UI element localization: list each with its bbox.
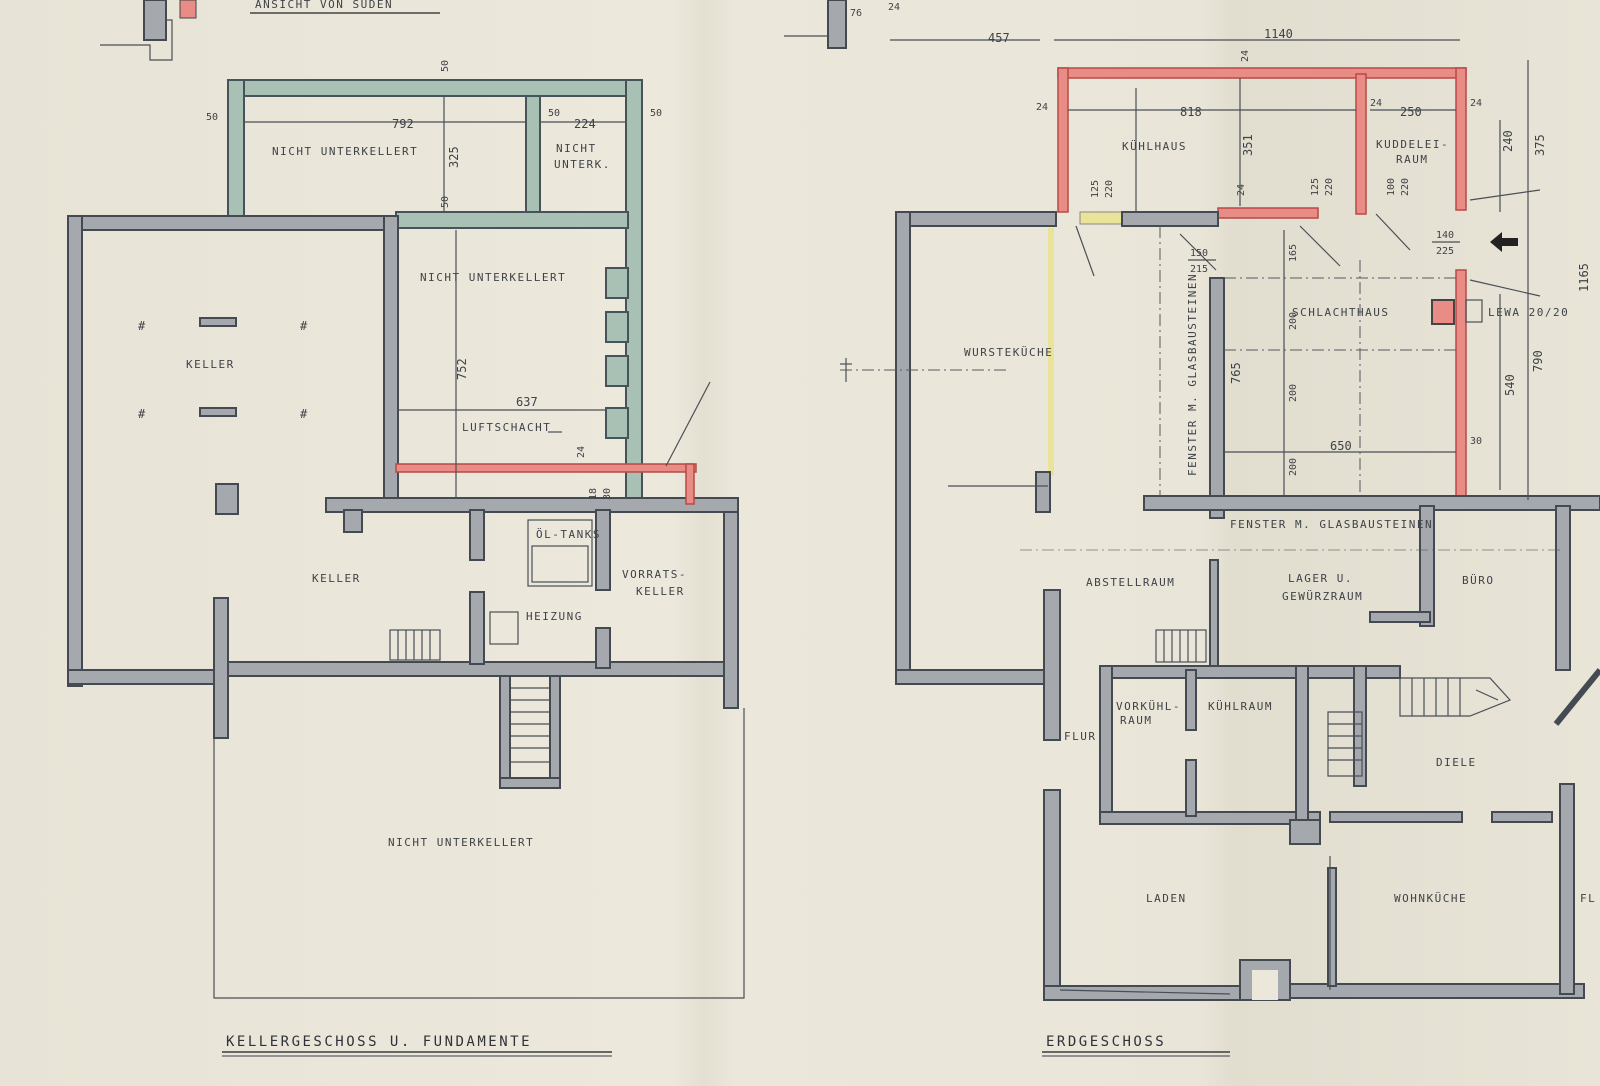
room-kuddelei-a: KUDDELEI-: [1376, 138, 1449, 151]
room-lewa: LEWA 20/20: [1488, 306, 1569, 319]
room-schlachthaus: SCHLACHTHAUS: [1292, 306, 1389, 319]
room-nicht-unterkellert-2: NICHT UNTERKELLERT: [420, 271, 566, 284]
label-fenster-horizontal: FENSTER M. GLASBAUSTEINEN: [1230, 518, 1433, 531]
dim-457: 457: [988, 31, 1010, 45]
dim-140: 140: [1436, 230, 1454, 241]
dim-215: 215: [1190, 264, 1208, 275]
room-kuehlraum: KÜHLRAUM: [1208, 700, 1273, 713]
dim-125b: 125: [1310, 178, 1321, 196]
room-keller-2: KELLER: [312, 572, 361, 585]
dim-540: 540: [1503, 374, 1517, 396]
dim-50e: 50: [440, 196, 451, 208]
room-vorrats-b: KELLER: [636, 585, 685, 598]
dim-637: 637: [516, 395, 538, 409]
room-vorkuehl-b: RAUM: [1120, 714, 1153, 727]
room-nicht-unterkellert-3: NICHT UNTERKELLERT: [388, 836, 534, 849]
room-kuddelei-b: RAUM: [1396, 153, 1429, 166]
label-fenster-vertical: FENSTER M. GLASBAUSTEINEN: [1186, 273, 1199, 476]
arrow-left-icon: [1490, 232, 1518, 252]
room-buero: BÜRO: [1462, 574, 1495, 587]
dim-220a: 220: [1104, 180, 1115, 198]
dim-30: 30: [1470, 436, 1482, 447]
dim-24: 24: [576, 446, 587, 458]
svg-text:#: #: [138, 319, 146, 333]
dim-50b: 50: [440, 60, 451, 72]
ground-floor-plan: [784, 0, 1600, 1001]
dim-792: 792: [392, 117, 414, 131]
title-ground-floor: ERDGESCHOSS: [1046, 1034, 1166, 1050]
dim-24c: 24: [1370, 98, 1382, 109]
title-basement: KELLERGESCHOSS U. FUNDAMENTE: [226, 1034, 532, 1050]
dim-200b: 200: [1288, 384, 1299, 402]
room-lager-b: GEWÜRZRAUM: [1282, 590, 1363, 603]
basement-plan: # # # #: [67, 79, 745, 999]
dim-250: 250: [1400, 105, 1422, 119]
dim-76: 76: [850, 8, 862, 19]
dim-165: 165: [1288, 244, 1299, 262]
dim-50a: 50: [206, 112, 218, 123]
room-laden: LADEN: [1146, 892, 1187, 905]
room-abstellraum: ABSTELLRAUM: [1086, 576, 1175, 589]
room-diele: DIELE: [1436, 756, 1477, 769]
dim-24e: 24: [1236, 184, 1247, 196]
room-oel-tanks: ÖL-TANKS: [536, 528, 601, 541]
room-heizung: HEIZUNG: [526, 610, 583, 623]
dim-220b: 220: [1324, 178, 1335, 196]
dim-200a: 200: [1288, 312, 1299, 330]
dim-752: 752: [455, 358, 469, 380]
dim-375: 375: [1533, 134, 1547, 156]
svg-text:#: #: [300, 407, 308, 421]
dim-818: 818: [1180, 105, 1202, 119]
svg-text:#: #: [138, 407, 146, 421]
room-nicht-unterkellert-1: NICHT UNTERKELLERT: [272, 145, 418, 158]
dim-220c: 220: [1400, 178, 1411, 196]
dim-24a: 24: [1036, 102, 1048, 113]
dim-24f: 24: [888, 2, 900, 13]
dim-150: 150: [1190, 248, 1208, 259]
dim-240: 240: [1501, 130, 1515, 152]
dim-30: 30: [602, 488, 613, 500]
dim-351: 351: [1241, 134, 1255, 156]
dim-650: 650: [1330, 439, 1352, 453]
dim-790: 790: [1531, 350, 1545, 372]
dim-225: 225: [1436, 246, 1454, 257]
dim-200c: 200: [1288, 458, 1299, 476]
dim-1165: 1165: [1577, 263, 1591, 292]
dim-125a: 125: [1090, 180, 1101, 198]
room-kuehlhaus: KÜHLHAUS: [1122, 140, 1187, 153]
room-wohnkueche: WOHNKÜCHE: [1394, 892, 1467, 905]
room-vorkuehl-a: VORKÜHL-: [1116, 700, 1181, 713]
dim-50c: 50: [548, 108, 560, 119]
room-fl-edge: FL: [1580, 892, 1596, 905]
dim-224: 224: [574, 117, 596, 131]
dim-765: 765: [1229, 362, 1243, 384]
room-keller-1: KELLER: [186, 358, 235, 371]
room-vorrats-a: VORRATS-: [622, 568, 687, 581]
room-wurstekueche: WURSTEKÜCHE: [964, 346, 1053, 359]
dim-18: 18: [588, 488, 599, 500]
dim-1140: 1140: [1264, 27, 1293, 41]
room-luftschacht: LUFTSCHACHT: [462, 421, 551, 434]
room-lager-a: LAGER U.: [1288, 572, 1353, 585]
dim-100: 100: [1386, 178, 1397, 196]
top-left-fragment: [100, 0, 197, 61]
dim-24d: 24: [1470, 98, 1482, 109]
dim-325: 325: [447, 146, 461, 168]
room-nicht-unterk-b: UNTERK.: [554, 158, 611, 171]
dim-50d: 50: [650, 108, 662, 119]
room-flur: FLUR: [1064, 730, 1097, 743]
room-nicht-unterk-a: NICHT: [556, 142, 597, 155]
top-left-title: ANSICHT VON SÜDEN: [255, 0, 393, 11]
dim-24b: 24: [1240, 50, 1251, 62]
svg-text:#: #: [300, 319, 308, 333]
